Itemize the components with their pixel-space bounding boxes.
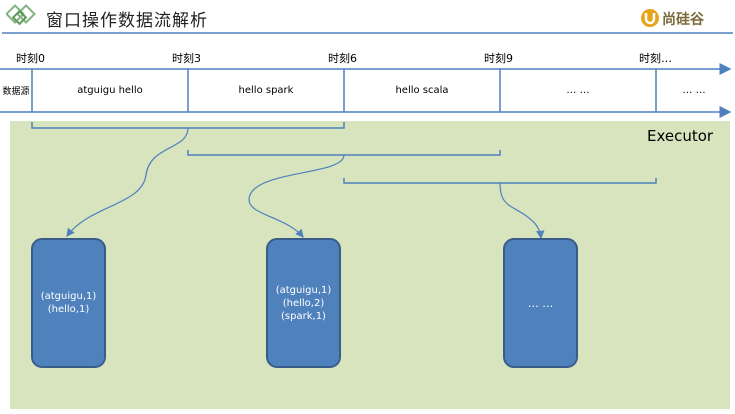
batch-cell-3: … … [566, 85, 590, 96]
tick-label-9: 时刻9 [484, 52, 513, 65]
executor-box-1-line-1: (atguigu,1) [40, 291, 97, 302]
row-label-data-source: 数据源 [2, 87, 30, 97]
logo-icon [6, 2, 42, 30]
executor-box-2: (atguigu,1) (hello,2) (spark,1) [266, 238, 341, 368]
tick-label-3: 时刻3 [172, 52, 201, 65]
executor-label: Executor [647, 127, 714, 145]
executor-box-1-line-2: (hello,1) [47, 304, 90, 315]
executor-box-2-line-2: (hello,2) [282, 297, 325, 309]
executor-area [10, 121, 730, 409]
executor-box-3: … … [503, 238, 578, 368]
executor-box-3-line-1: … … [527, 296, 554, 310]
executor-box-1: (atguigu,1) (hello,1) [31, 238, 106, 368]
batch-cell-4: … … [682, 85, 706, 96]
batch-cell-0: atguigu hello [77, 85, 143, 96]
batch-cell-1: hello spark [238, 85, 294, 96]
brand-logo-icon [640, 8, 660, 28]
brand-name: 尚硅谷 [662, 12, 704, 28]
batch-cell-2: hello scala [395, 85, 449, 96]
page-title: 窗口操作数据流解析 [46, 11, 208, 31]
tick-label-more: 时刻… [639, 52, 672, 65]
tick-label-0: 时刻0 [16, 52, 45, 65]
executor-box-2-line-3: (spark,1) [281, 310, 326, 322]
executor-box-2-line-1: (atguigu,1) [275, 284, 332, 296]
tick-label-6: 时刻6 [328, 52, 357, 65]
